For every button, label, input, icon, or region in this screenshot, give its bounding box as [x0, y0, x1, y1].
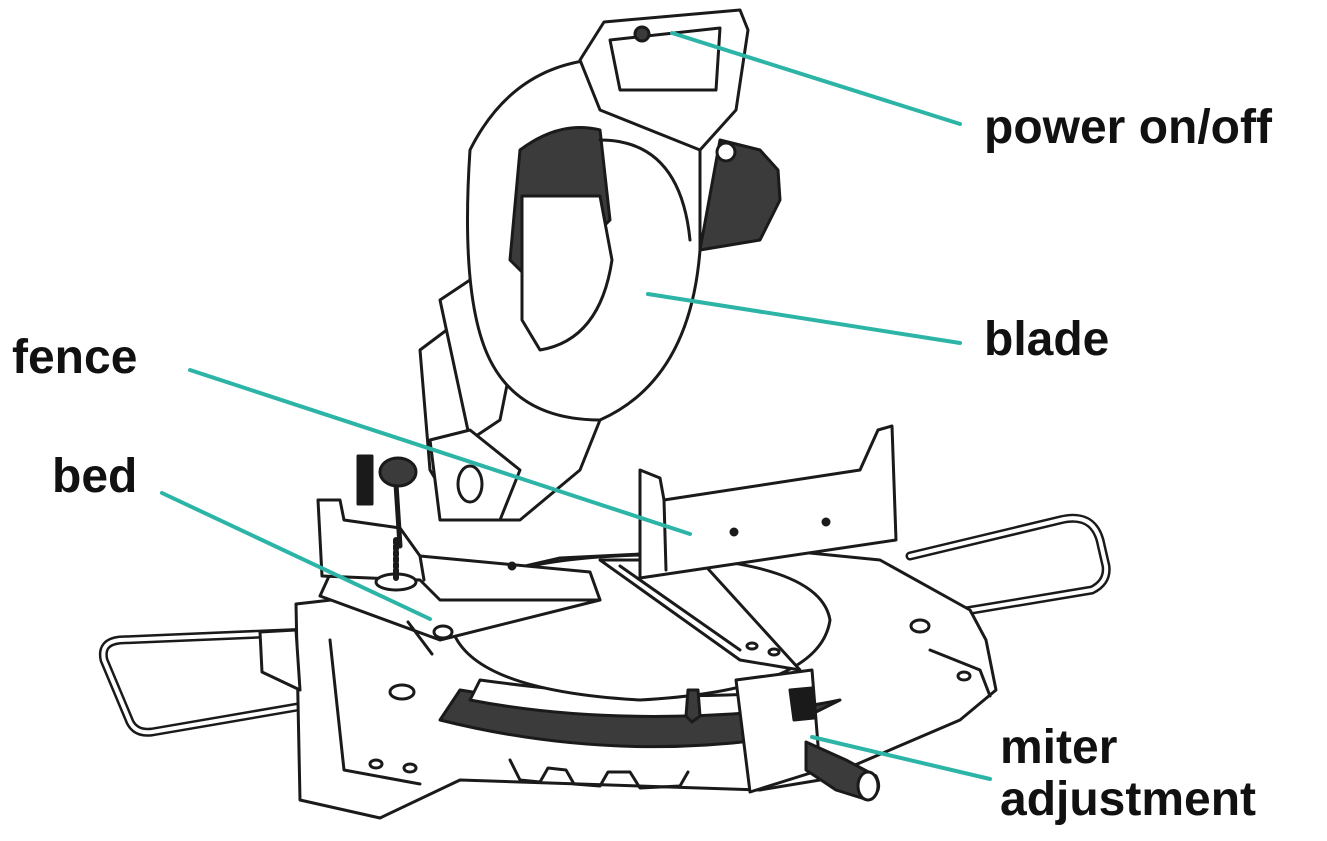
- label-blade: blade: [984, 313, 1110, 366]
- right-fence: [638, 424, 898, 580]
- vise-clamp: [356, 454, 418, 592]
- detent-pin: [684, 688, 702, 724]
- leader-bed: [160, 491, 432, 621]
- leader-fence: [188, 368, 692, 536]
- blade-guard: [466, 58, 782, 422]
- leader-miter: [810, 735, 992, 781]
- label-fence: fence: [12, 331, 138, 384]
- label-bed: bed: [52, 450, 138, 503]
- miter-knob: [804, 740, 881, 802]
- label-miter-line1: miter: [1000, 721, 1118, 774]
- leader-blade: [646, 292, 962, 345]
- miter-arm: [598, 558, 822, 794]
- label-miter-line2: adjustment: [1000, 773, 1257, 826]
- leader-power: [670, 31, 962, 126]
- leader-lines: [160, 31, 992, 781]
- left-extension-rod: [98, 627, 355, 737]
- right-extension-rod: [905, 513, 1111, 617]
- label-miter-adjustment: miter adjustment: [1000, 722, 1256, 826]
- label-power-on-off: power on/off: [984, 101, 1272, 154]
